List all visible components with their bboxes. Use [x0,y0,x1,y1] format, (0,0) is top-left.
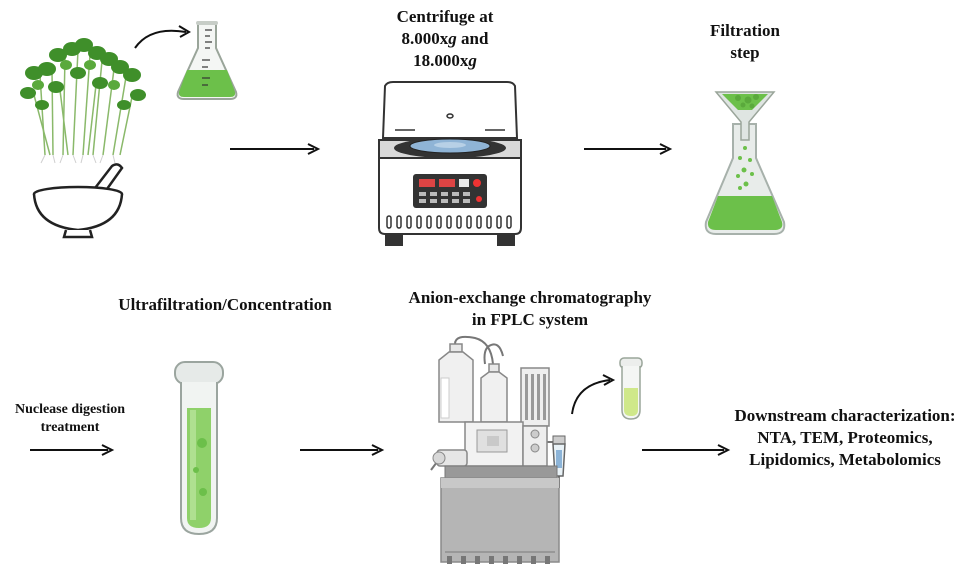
nuclease-label-line2: treatment [40,420,100,436]
centrifuge-label: Centrifuge at 8.000xg and 18.000xg [370,6,520,72]
downstream-label-line1: Downstream characterization: [734,406,956,425]
nuclease-label: Nuclease digestion treatment [0,401,140,437]
arrow-centrifuge-to-filtration [584,143,673,155]
centrifuge-label-line1: Centrifuge at [396,7,494,26]
flask-icon [176,21,238,100]
downstream-label-line3: Lipidomics, Metabolomics [749,450,941,470]
downstream-label-line2: NTA, TEM, Proteomics, [757,428,933,448]
downstream-label: Downstream characterization: NTA, TEM, P… [720,405,969,471]
filtration-label: Filtration step [690,20,800,64]
fplc-system-icon [430,335,566,564]
arrow-fplc-to-downstream [642,444,731,456]
filtration-flask-icon [704,91,786,235]
centrifuge-icon [378,81,522,246]
chromatography-label-line1: Anion-exchange chromatography [408,288,652,307]
curved-arrow-to-flask [134,25,191,49]
ultrafiltration-tube-icon [174,361,224,536]
chromatography-label: Anion-exchange chromatography in FPLC sy… [395,287,665,331]
sprouts-illustration [20,38,146,164]
arrow-plant-to-centrifuge [230,143,321,155]
mortar-pestle-icon [32,163,124,239]
centrifuge-label-line2: 8.000xg and [401,29,489,49]
centrifuge-label-line3: 18.000xg [413,51,477,71]
filtration-label-line1: Filtration [710,21,780,40]
nuclease-label-line1: Nuclease digestion [14,402,126,417]
arrow-tube-to-fplc [300,444,385,456]
filtration-label-line2: step [730,43,760,63]
arrow-nuclease-to-tube [30,444,115,456]
vial-icon [619,357,643,420]
curved-arrow-to-vial [571,374,616,415]
chromatography-label-line2: in FPLC system [471,310,589,330]
ultrafiltration-label: Ultrafiltration/Concentration [118,295,332,314]
